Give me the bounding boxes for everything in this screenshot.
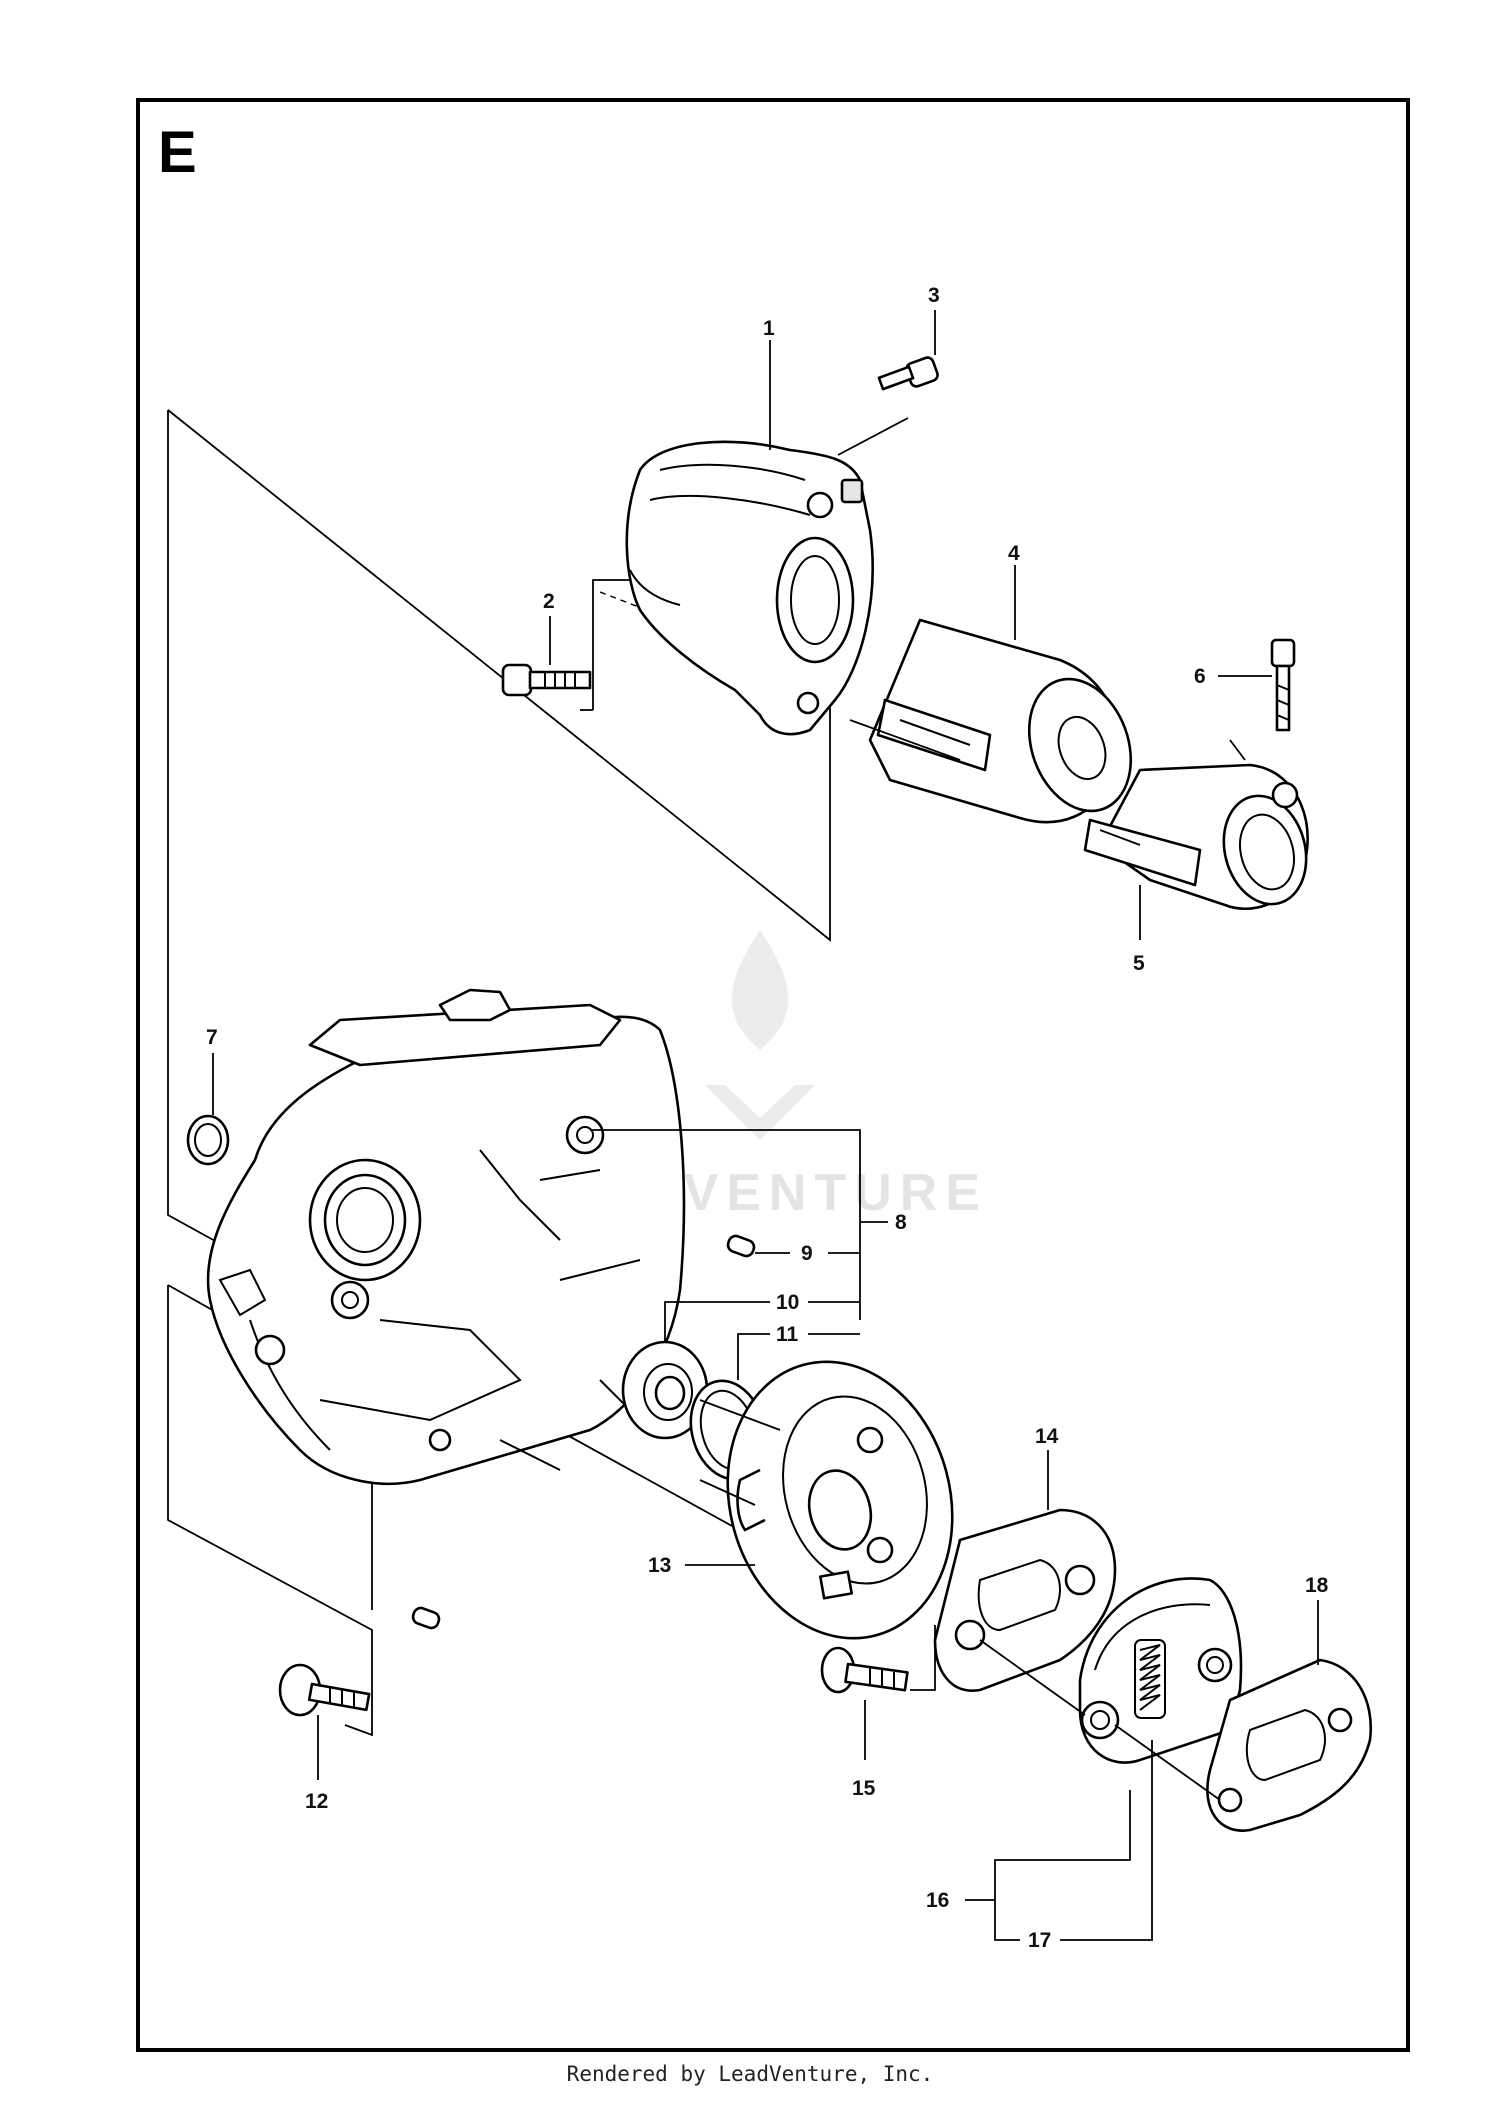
callout-7: 7 — [206, 1026, 218, 1049]
callout-4: 4 — [1008, 542, 1020, 565]
callout-14: 14 — [1035, 1425, 1059, 1448]
part-4-damper-sleeve — [868, 618, 1133, 824]
part-10-bearing — [621, 1340, 709, 1440]
callout-2: 2 — [543, 590, 555, 613]
callout-5: 5 — [1133, 952, 1145, 975]
callout-8: 8 — [895, 1211, 907, 1234]
part-12-bolt — [278, 1663, 371, 1717]
part-16-clutch-shoes — [1078, 1577, 1243, 1764]
callout-1: 1 — [763, 317, 775, 340]
assembly-axis-lines — [699, 719, 1221, 1801]
part-1-cylinder-cover — [625, 440, 874, 736]
brand-logo-icon — [840, 478, 864, 504]
part-17-spring — [1134, 1639, 1166, 1719]
callout-3: 3 — [928, 284, 940, 307]
part-2-screw — [501, 663, 592, 697]
callout-15: 15 — [852, 1777, 876, 1800]
part-14-plate — [933, 1508, 1117, 1692]
callout-9: 9 — [801, 1242, 813, 1265]
section-letter: E — [158, 120, 197, 185]
diagram-frame — [136, 98, 1410, 2052]
part-9-pin — [726, 1234, 756, 1258]
callout-labels: 1 2 3 4 5 6 7 8 9 10 11 12 13 14 15 16 1… — [206, 284, 1329, 1952]
footer-credit: Rendered by LeadVenture, Inc. — [566, 2062, 934, 2086]
part-7-circlip — [186, 1114, 230, 1166]
callout-10: 10 — [776, 1291, 799, 1314]
part-8-crankcase-housing — [206, 988, 686, 1486]
callout-13: 13 — [648, 1554, 671, 1577]
callout-18: 18 — [1305, 1574, 1329, 1597]
callout-16: 16 — [926, 1889, 949, 1912]
callout-17: 17 — [1028, 1929, 1051, 1952]
callout-6: 6 — [1194, 665, 1206, 688]
part-5-clamp — [1083, 739, 1309, 910]
part-dowel-pin — [411, 1606, 441, 1630]
part-18-washer-plate — [1206, 1658, 1373, 1832]
part-13-clutch-drum — [699, 1360, 954, 1640]
part-6-bolt — [1270, 638, 1296, 732]
callout-leader-lines — [212, 310, 1319, 1941]
callout-11: 11 — [776, 1323, 799, 1346]
callout-12: 12 — [305, 1790, 328, 1813]
part-3-screw — [877, 356, 939, 391]
part-15-shoulder-bolt — [820, 1646, 909, 1694]
